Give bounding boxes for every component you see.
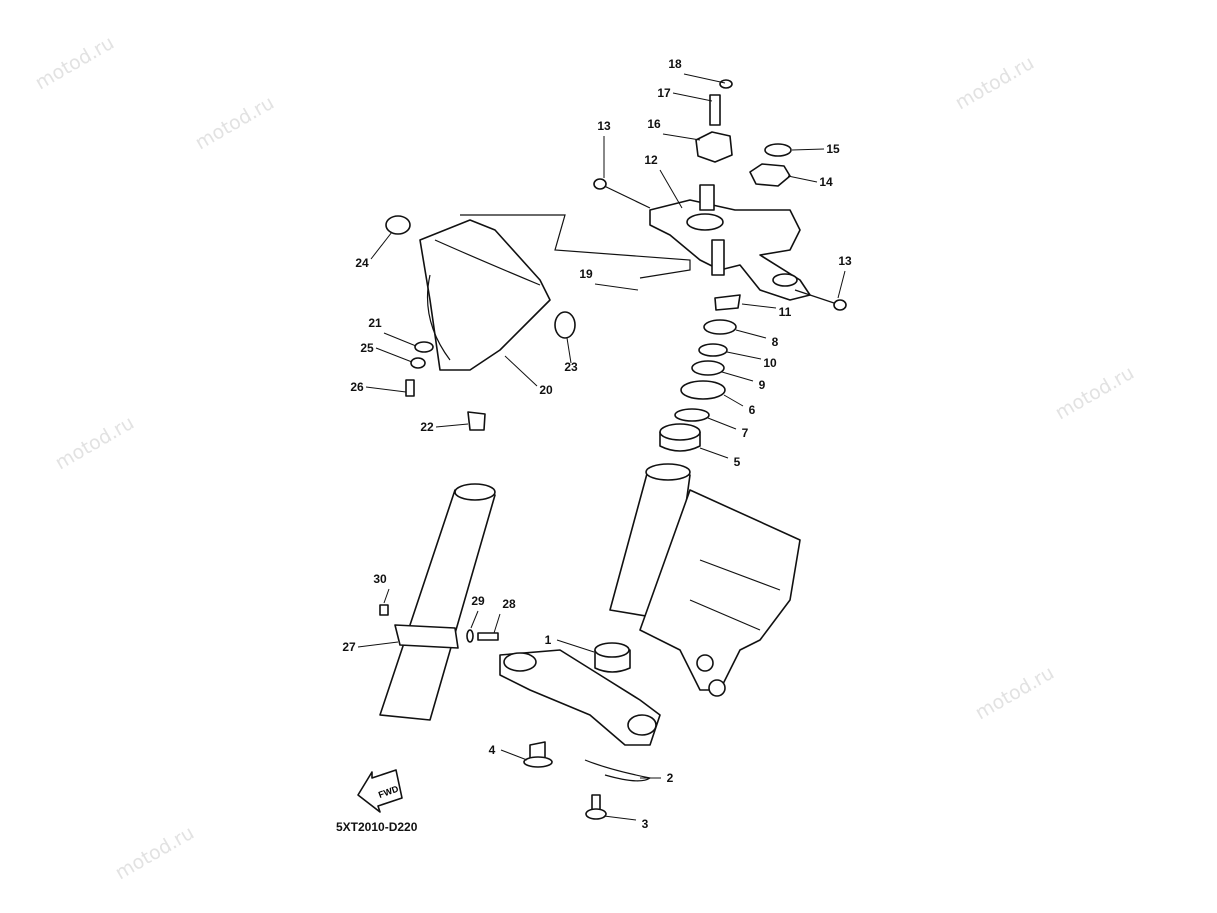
callout-20: 20	[539, 383, 553, 397]
steering-bearing-stack	[659, 294, 741, 452]
leader-line	[721, 371, 754, 382]
leader-line	[566, 337, 572, 364]
callout-24: 24	[355, 256, 369, 270]
callout-18: 18	[668, 57, 682, 71]
leader-line	[791, 148, 825, 151]
callout-12: 12	[644, 153, 658, 167]
callout-26: 26	[350, 380, 364, 394]
callout-27: 27	[342, 640, 356, 654]
leader-line	[375, 347, 413, 363]
headlight-stay-20	[385, 215, 576, 431]
callout-14: 14	[819, 175, 833, 189]
leader-line	[726, 351, 762, 360]
callout-25: 25	[360, 341, 374, 355]
leader-line	[504, 355, 538, 387]
leader-line	[556, 639, 595, 653]
leader-line	[707, 417, 737, 430]
handle-holder-17-18	[695, 79, 733, 163]
callout-8: 8	[772, 335, 779, 349]
under-bracket	[499, 642, 661, 820]
callout-4: 4	[489, 743, 496, 757]
callout-17: 17	[657, 86, 671, 100]
leader-line	[837, 270, 846, 299]
callout-29: 29	[471, 594, 485, 608]
upper-bracket-12	[460, 178, 847, 311]
leader-line	[435, 423, 469, 428]
fork-outer-tube	[379, 483, 499, 721]
leader-line	[787, 175, 818, 183]
callout-6: 6	[749, 403, 756, 417]
callout-7: 7	[742, 426, 749, 440]
leader-line	[662, 133, 701, 141]
leader-line	[603, 815, 637, 821]
leader-line	[672, 92, 713, 102]
leader-line	[357, 641, 399, 648]
leader-line	[383, 588, 390, 604]
callout-22: 22	[420, 420, 434, 434]
leader-line	[699, 447, 729, 459]
callout-30: 30	[373, 572, 387, 586]
callout-16: 16	[647, 117, 661, 131]
leader-line	[659, 169, 683, 209]
callout-19: 19	[579, 267, 593, 281]
leader-line	[470, 610, 479, 629]
leader-line	[594, 283, 639, 291]
leader-line	[383, 332, 417, 347]
callout-21: 21	[368, 316, 382, 330]
leader-line	[741, 303, 777, 309]
callout-15: 15	[826, 142, 840, 156]
callout-23: 23	[564, 360, 578, 374]
callout-5: 5	[734, 455, 741, 469]
leader-line	[723, 394, 744, 407]
callout-1: 1	[545, 633, 552, 647]
leader-line	[683, 73, 726, 84]
fwd-arrow-icon: FWD	[357, 769, 403, 813]
leader-line	[735, 329, 767, 339]
callout-2: 2	[667, 771, 674, 785]
diagram-code: 5XT2010-D220	[336, 820, 418, 834]
frame-head-pipe	[609, 463, 801, 697]
leader-line	[493, 613, 501, 634]
callout-11: 11	[779, 305, 792, 319]
leader-line	[500, 749, 528, 761]
callout-3: 3	[642, 817, 649, 831]
cap-15-nut-14	[749, 143, 792, 187]
callout-13: 13	[838, 254, 852, 268]
leader-line	[365, 386, 407, 393]
callout-layer: 1817161514131213111981096752421252622202…	[342, 57, 852, 831]
callout-9: 9	[759, 378, 766, 392]
leader-line	[370, 231, 393, 260]
callout-13: 13	[597, 119, 611, 133]
callout-28: 28	[502, 597, 516, 611]
callout-10: 10	[763, 356, 777, 370]
